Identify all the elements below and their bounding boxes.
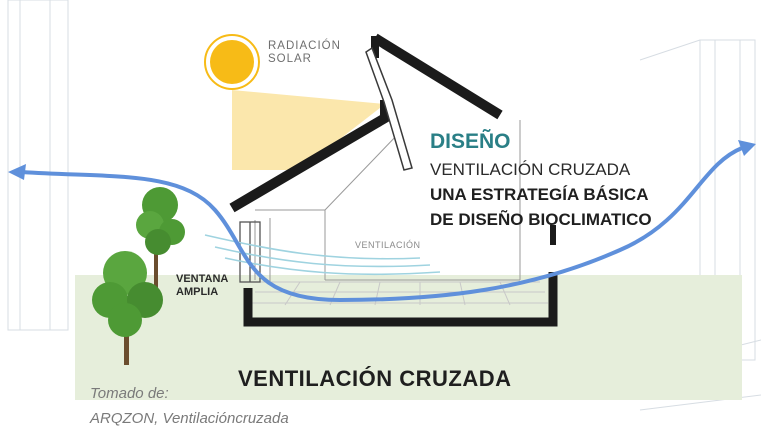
- clerestory-window: [365, 46, 413, 171]
- diagram-title: DISEÑO: [430, 130, 511, 153]
- bottom-title: VENTILACIÓN CRUZADA: [238, 366, 512, 391]
- diagram-subtitle-3: DE DISEÑO BIOCLIMATICO: [430, 210, 652, 229]
- tree-large: [92, 251, 163, 365]
- airflow-arrow: [8, 140, 756, 303]
- diagram-subtitle-1: VENTILACIÓN CRUZADA: [430, 160, 631, 179]
- window-label: VENTANA AMPLIA: [176, 273, 229, 298]
- solar-ray: [232, 90, 385, 170]
- credit-line-2: ARQZON, Ventilacióncruzada: [90, 410, 289, 427]
- tree-small: [136, 187, 185, 290]
- ground-area: [75, 275, 742, 400]
- diagram-subtitle-2: UNA ESTRATEGÍA BÁSICA: [430, 185, 649, 204]
- sun-icon: [204, 34, 260, 90]
- arrow-head-right: [738, 140, 756, 156]
- arrow-head-left: [8, 164, 26, 180]
- airflow-label: VENTILACIÓN: [355, 240, 421, 250]
- credit-line-1: Tomado de:: [90, 385, 169, 402]
- solar-radiation-label: RADIACIÓN SOLAR: [268, 40, 341, 65]
